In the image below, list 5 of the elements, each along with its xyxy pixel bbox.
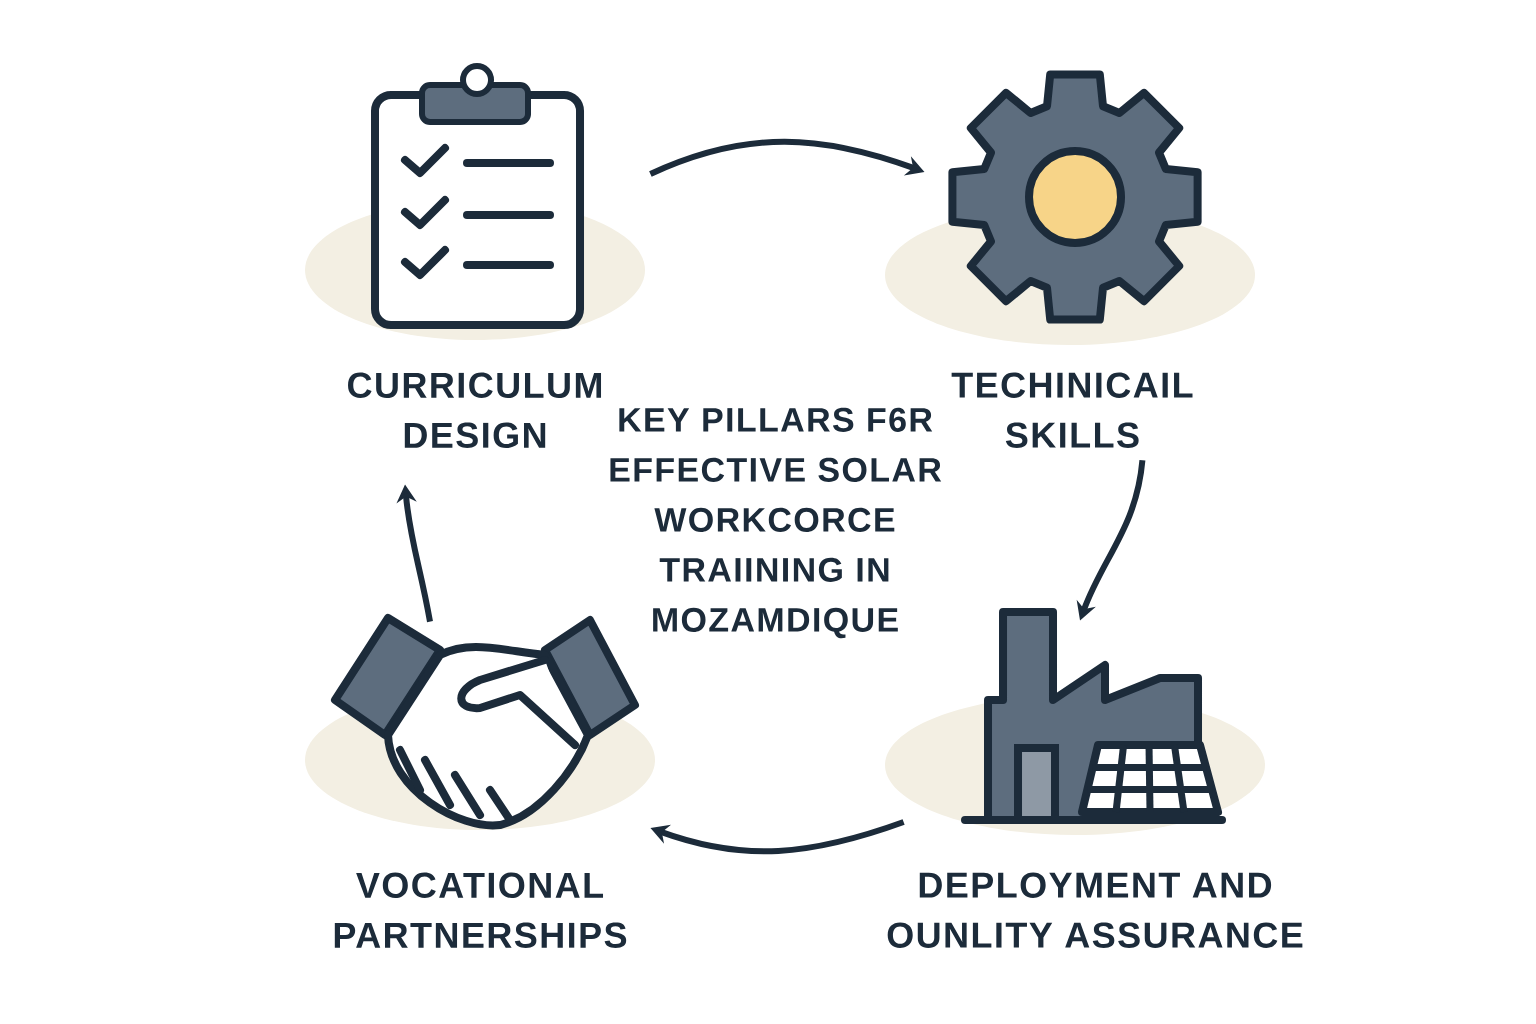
pillar-label: DEPLOYMENT AND OUNLITY ASSURANCE <box>887 872 1303 948</box>
pillar-label: VOCATIONAL PARTNERSHIPS <box>334 872 627 948</box>
pillar-label: CURRICULUM DESIGN <box>348 372 601 448</box>
title: KEY PILLARS F6R EFFECTIVE SOLAR WORKCORCE TRAIINING IN MOZAMDIQUE <box>610 407 942 639</box>
pillar-label: TECHINICAIL SKILLS <box>951 372 1193 448</box>
